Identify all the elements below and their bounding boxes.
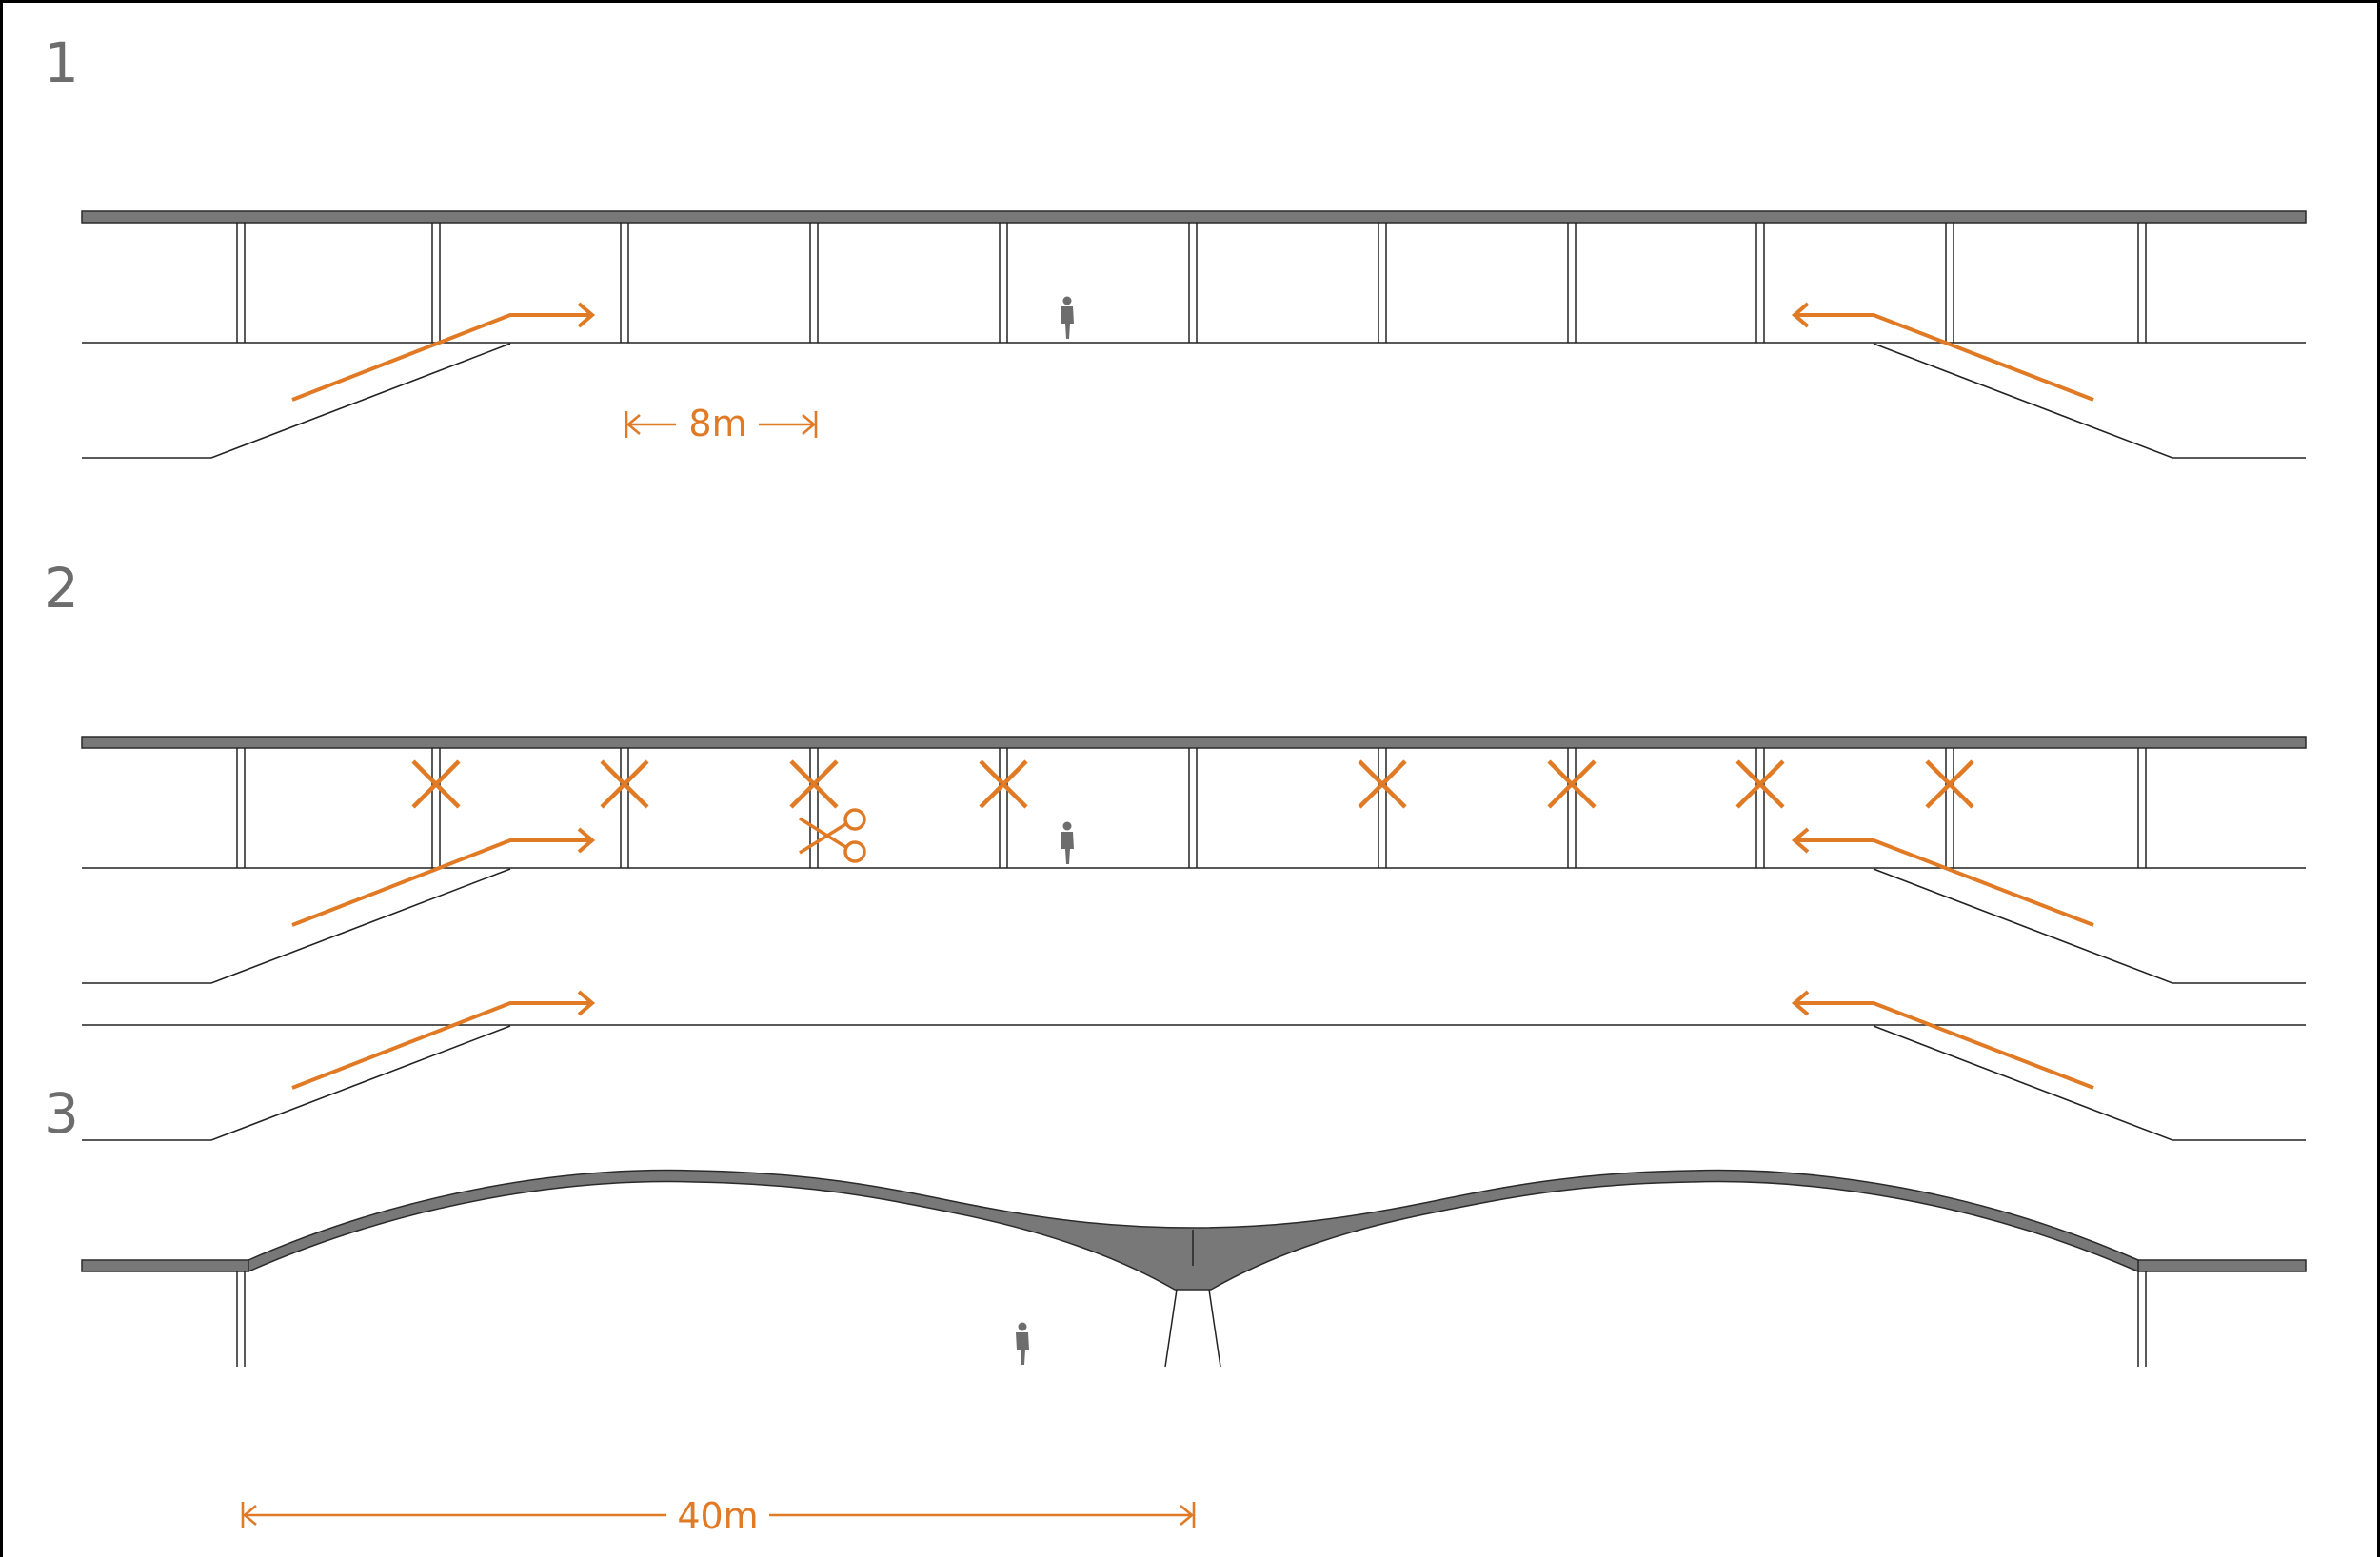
panel-1-column-grid (81, 210, 2307, 459)
scissors-icon (799, 817, 848, 850)
roof-slab-right-end (2137, 1259, 2307, 1272)
person-icon-body (1061, 832, 1074, 864)
scissors-icon-handle (843, 808, 866, 831)
scissors-icon-blade (799, 821, 848, 855)
dimension-arrowhead (1180, 1505, 1195, 1526)
arrow-right-icon (291, 1001, 592, 1090)
left-ramp-line (82, 1025, 511, 1141)
central-support-right (1208, 1289, 1221, 1368)
arrow-left-icon-head (1791, 302, 1810, 328)
panel-3-dimension-label: 40m (677, 1495, 758, 1537)
x-mark-icon-stroke (600, 759, 649, 809)
arrow-left-icon-head (1791, 990, 1810, 1016)
x-mark-icon-stroke (979, 759, 1028, 809)
x-mark-icon-stroke (411, 759, 461, 809)
x-mark-icon-stroke (1358, 759, 1407, 809)
panel-3-shell-roof (81, 990, 2307, 1528)
panel-1-number: 1 (44, 30, 79, 95)
roof-slab (81, 736, 2307, 749)
central-support-left (1164, 1289, 1178, 1368)
right-ramp-line (1873, 343, 2306, 459)
panel-2-number: 2 (44, 556, 79, 621)
arrow-right-icon (291, 313, 592, 402)
scissors-icon-handle (843, 840, 866, 863)
dimension-arrowhead (625, 414, 641, 435)
x-mark-icon-stroke (1547, 759, 1597, 809)
x-mark-icon-stroke (1925, 759, 1974, 809)
panel-1-dimension-label: 8m (688, 403, 746, 444)
dimension-arrowhead (242, 1505, 257, 1526)
arrow-right-icon (291, 838, 592, 927)
dimension-arrowhead (802, 414, 817, 435)
left-ramp-line (82, 343, 511, 459)
person-icon (1062, 296, 1072, 305)
person-icon-body (1061, 306, 1074, 339)
roof-slab (81, 210, 2307, 224)
right-ramp-line (1873, 868, 2306, 984)
panel-2-column-removal (81, 736, 2307, 984)
arrow-right-icon-head (577, 990, 596, 1016)
arrow-left-icon (1795, 1001, 2094, 1090)
left-ramp-line (82, 868, 511, 984)
person-icon (1018, 1322, 1027, 1331)
person-icon (1062, 821, 1072, 831)
arrow-right-icon-head (577, 302, 596, 328)
x-mark-icon-stroke (789, 759, 839, 809)
right-ramp-line (1873, 1025, 2306, 1141)
panel-3-number: 3 (44, 1081, 79, 1146)
x-mark-icon-stroke (1735, 759, 1785, 809)
arrow-left-icon (1795, 313, 2094, 402)
arrow-right-icon-head (577, 827, 596, 854)
roof-slab-left-end (81, 1259, 249, 1272)
arrow-left-icon-head (1791, 827, 1810, 854)
arrow-left-icon (1795, 838, 2094, 927)
person-icon-body (1016, 1332, 1029, 1365)
